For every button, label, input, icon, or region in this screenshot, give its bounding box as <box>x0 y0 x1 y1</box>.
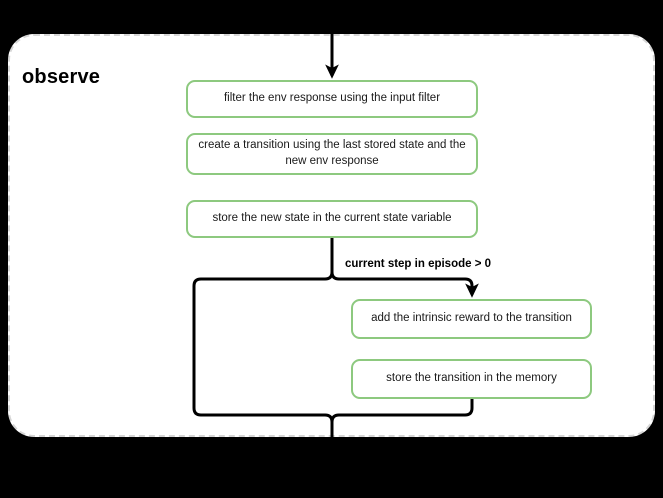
node-add-intrinsic-reward[interactable]: add the intrinsic reward to the transiti… <box>351 299 592 339</box>
node-store-transition-memory[interactable]: store the transition in the memory <box>351 359 592 399</box>
node-label: create a transition using the last store… <box>198 139 466 167</box>
node-label: add the intrinsic reward to the transiti… <box>371 312 572 325</box>
node-label: store the transition in the memory <box>386 372 557 385</box>
observe-group-title: observe <box>22 66 101 88</box>
node-label: filter the env response using the input … <box>223 92 441 105</box>
node-label: store the new state in the current state… <box>212 212 452 225</box>
node-create-transition[interactable]: create a transition using the last store… <box>186 133 478 175</box>
node-filter-env-response[interactable]: filter the env response using the input … <box>186 80 478 118</box>
node-store-new-state[interactable]: store the new state in the current state… <box>186 200 478 238</box>
